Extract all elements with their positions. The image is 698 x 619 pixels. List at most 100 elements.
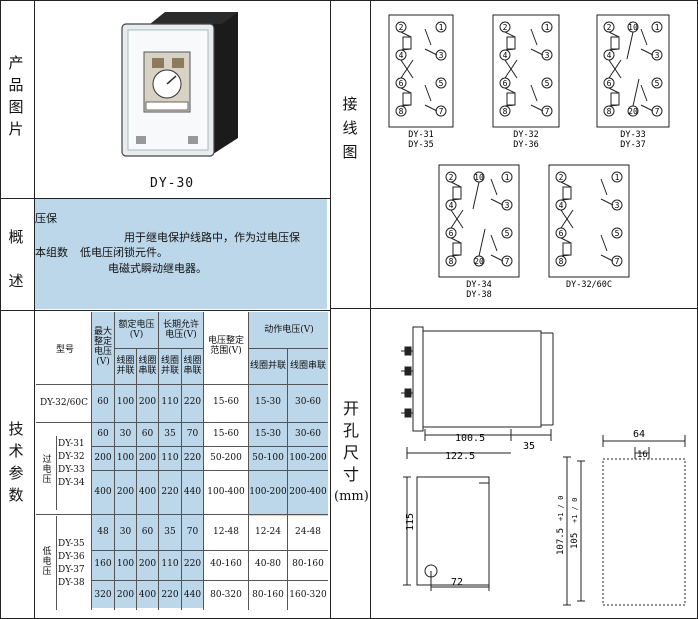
svg-text:4: 4	[607, 51, 612, 60]
svg-text:7: 7	[655, 107, 660, 116]
wiring-diagrams: 24681357DY-31DY-3524681357DY-32DY-362468…	[388, 14, 670, 300]
svg-text:DY-34: DY-34	[466, 280, 492, 290]
table-blue-right-2	[248, 384, 328, 516]
cutout-drawings: 100.5 122.5 35 115 72 64 16 107.5 +1 / 0…	[401, 326, 686, 606]
svg-text:4: 4	[399, 51, 404, 60]
tline	[181, 348, 182, 610]
tline	[36, 422, 328, 423]
relay-side-body	[422, 330, 542, 428]
tline	[248, 312, 249, 610]
divider-middle	[330, 0, 331, 619]
header-max-setting: 最大整定电压(V)	[93, 327, 112, 367]
product-model-caption: DY-30	[150, 176, 195, 191]
table-cell-l-ser: 220	[183, 397, 202, 407]
group-over-label: 过电压	[42, 455, 52, 485]
tline	[287, 348, 288, 610]
table-cell-a-par: 15-30	[255, 397, 281, 407]
tline	[56, 436, 57, 510]
table-cell-r-ser: 200	[138, 453, 157, 463]
svg-text:1: 1	[505, 173, 510, 182]
table-cell-max: 60	[97, 429, 109, 439]
svg-text:6: 6	[607, 79, 612, 88]
table-cell-l-ser: 440	[183, 487, 202, 497]
svg-text:2: 2	[399, 23, 404, 32]
svg-text:DY-37: DY-37	[620, 140, 646, 150]
frame-left	[0, 0, 1, 619]
tline	[136, 348, 137, 610]
table-cell-r-par: 100	[116, 559, 135, 569]
table-cell-a-par: 15-30	[255, 429, 281, 439]
label-tech-params: 技术 参数	[8, 420, 24, 504]
svg-text:8: 8	[607, 107, 612, 116]
divider-left-label	[34, 0, 35, 619]
table-cell-l-ser: 440	[183, 590, 202, 600]
table-cell-a-ser: 160-320	[289, 590, 327, 600]
svg-text:DY-33: DY-33	[620, 130, 646, 140]
tline	[203, 312, 204, 610]
table-cell-a-par: 12-24	[255, 527, 281, 537]
header-long-series: 线圈串联	[183, 356, 202, 376]
table-cell-max: 60	[97, 397, 109, 407]
relay-side-flange	[412, 326, 424, 432]
dim-107-5-tol: +1 / 0	[557, 496, 565, 521]
tline	[91, 580, 328, 581]
table-cell-a-ser: 30-60	[295, 429, 321, 439]
dim-105-tol: +1 / 0	[571, 498, 579, 523]
svg-text:5: 5	[545, 79, 550, 88]
table-cell-l-par: 35	[164, 527, 176, 537]
dim-100-5: 100.5	[455, 433, 485, 444]
table-cell-a-ser: 30-60	[295, 397, 321, 407]
label-product-image: 产品 图片	[8, 54, 24, 138]
header-long-term: 长期允许电压(V)	[162, 320, 199, 340]
svg-text:4: 4	[503, 51, 508, 60]
tline	[158, 312, 159, 610]
tline	[36, 384, 328, 385]
table-cell-r-ser: 200	[138, 397, 157, 407]
header-action-series: 线圈串联	[289, 361, 326, 371]
header-rated-series: 线圈串联	[138, 356, 157, 376]
svg-text:6: 6	[449, 229, 454, 238]
table-cell-l-par: 35	[164, 429, 176, 439]
header-setting-range: 电压整定范围(V)	[207, 336, 244, 356]
header-long-parallel: 线圈并联	[160, 356, 179, 376]
table-cell-range: 80-320	[210, 590, 242, 600]
svg-text:5: 5	[439, 79, 444, 88]
tline	[91, 550, 328, 551]
table-cell-a-par: 100-200	[249, 487, 287, 497]
table-cell-r-par: 200	[116, 487, 135, 497]
row-divider-left-1	[0, 198, 330, 199]
svg-text:3: 3	[545, 51, 550, 60]
svg-text:3: 3	[655, 51, 660, 60]
svg-text:8: 8	[449, 257, 454, 266]
svg-text:6: 6	[559, 229, 564, 238]
group-under-label: 低电压	[42, 547, 52, 577]
divider-right-label	[370, 0, 371, 619]
table-cell-max: 320	[94, 590, 112, 600]
row-model: DY-32/60C	[39, 398, 89, 408]
table-cell-r-par: 100	[116, 453, 135, 463]
table-cell-l-par: 220	[161, 487, 179, 497]
dim-35: 35	[523, 441, 535, 452]
table-cell-a-ser: 100-200	[289, 453, 327, 463]
table-cell-l-par: 110	[161, 397, 179, 407]
svg-text:DY-35: DY-35	[408, 140, 434, 150]
tline	[248, 348, 328, 349]
dim-16: 16	[637, 450, 648, 460]
svg-text:20: 20	[628, 107, 638, 116]
table-cell-l-ser: 70	[186, 429, 199, 439]
svg-text:DY-32/60C: DY-32/60C	[566, 280, 612, 290]
svg-text:8: 8	[503, 107, 508, 116]
svg-text:2: 2	[503, 23, 508, 32]
svg-text:7: 7	[545, 107, 550, 116]
relay-product-photo	[121, 12, 238, 157]
table-cell-l-par: 110	[161, 453, 179, 463]
table-blue-left	[91, 312, 203, 608]
table-cell-range: 12-48	[213, 527, 239, 537]
terminal-pins	[401, 346, 413, 418]
tline	[91, 470, 328, 471]
overview-line-1: 用于继电保护线路中，作为过电压保	[124, 231, 300, 244]
